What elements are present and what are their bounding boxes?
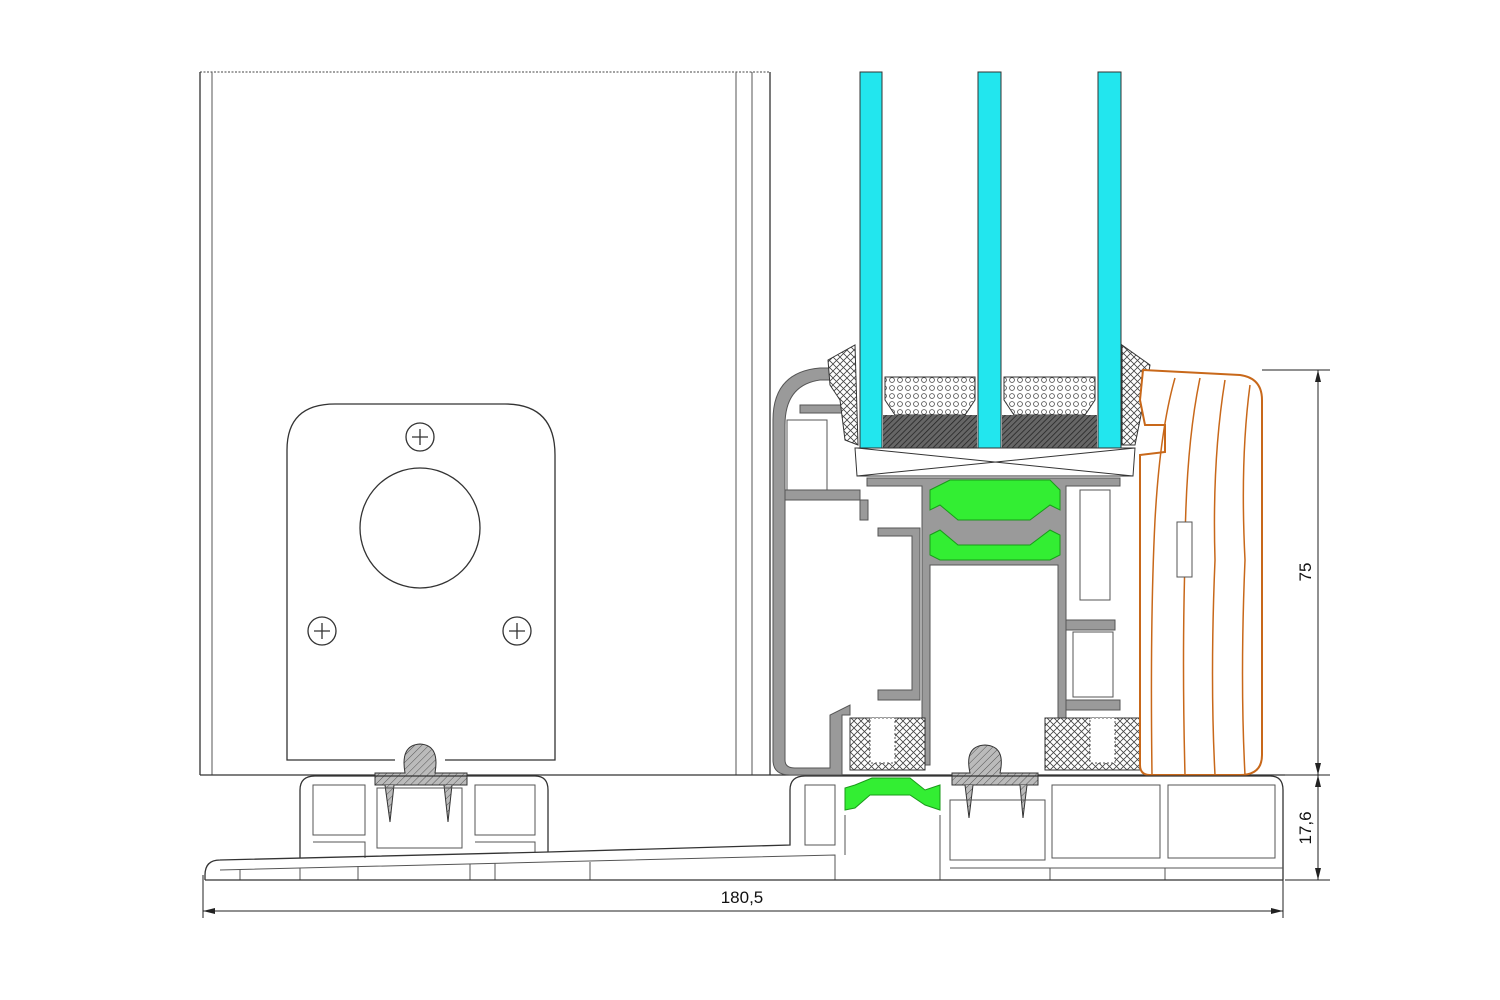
glazing-wedge (854, 447, 1136, 477)
glass-pane (1097, 71, 1122, 449)
screw-icon (405, 422, 435, 452)
wood-cladding (1138, 368, 1263, 776)
triple-glazing (854, 71, 1136, 477)
dimension-height-frame: 75 (1262, 369, 1330, 775)
spacer (1003, 376, 1096, 416)
glass-pane (977, 71, 1002, 449)
screw-icon (307, 616, 337, 646)
dimension-label: 75 (1296, 563, 1315, 582)
glazing-gasket-left (827, 344, 859, 446)
glass-pane (859, 71, 883, 449)
dimension-height-track: 17,6 (1285, 774, 1330, 881)
screw-icon (502, 616, 532, 646)
thermal-break-track (844, 777, 941, 811)
bottom-track (204, 775, 1284, 881)
thermal-break-lower (929, 529, 1061, 561)
sliding-panel (199, 71, 1285, 776)
roller-right (951, 744, 1039, 819)
roller-left (374, 743, 468, 823)
dimension-total-width: 180,5 (202, 875, 1284, 918)
dimension-label: 180,5 (721, 888, 764, 907)
spacer (884, 376, 976, 416)
motor-shaft-hole (359, 467, 481, 589)
dimension-label: 17,6 (1296, 811, 1315, 844)
thermal-break-upper (929, 479, 1061, 521)
motor-plate (286, 403, 556, 761)
